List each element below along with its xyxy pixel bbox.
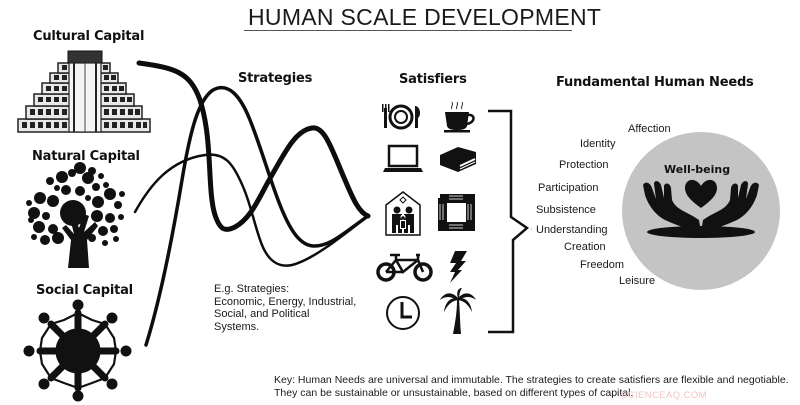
page-title: HUMAN SCALE DEVELOPMENT [248,4,602,30]
satisfiers-heading: Satisfiers [399,72,467,87]
need-leisure: Leisure [619,275,656,287]
strategies-example-line: Economic, Energy, Industrial, [214,295,357,308]
capital-label-social: Social Capital [36,283,133,298]
need-subsistence: Subsistence [536,204,596,216]
clock-icon [386,296,420,330]
bicycle-icon [376,253,433,282]
hands-heart-icon [643,179,759,238]
need-participation: Participation [538,182,599,194]
title-underline [244,30,572,31]
book-icon [440,147,476,172]
wellbeing-circle [622,132,780,290]
lightning-icon [450,251,467,283]
family-house-icon [385,191,421,236]
capital-label-natural: Natural Capital [32,149,140,164]
strategies-example-line: Social, and Political [214,308,310,320]
key-line: They can be sustainable or unsustainable… [274,387,634,399]
plate-cutlery-icon [382,104,421,130]
laptop-icon [383,144,423,172]
key-line: Key: Human Needs are universal and immut… [274,374,789,386]
needs-heading: Fundamental Human Needs [556,75,754,90]
need-identity: Identity [580,138,616,150]
joined-hands-icon [438,194,475,231]
need-affection: Affection [628,123,671,135]
capital-label-cultural: Cultural Capital [33,29,145,44]
strategies-example: E.g. Strategies: Economic, Energy, Indus… [214,283,356,333]
tree-icon [26,162,125,268]
key-note: Key: Human Needs are universal and immut… [274,374,789,400]
coffee-cup-icon [444,101,475,133]
need-creation: Creation [564,241,606,253]
wellbeing-label: Well-being [664,163,731,176]
watermark: SCIENCEAQ.COM [621,390,707,401]
strategies-example-line: E.g. Strategies: [214,283,290,295]
palm-tree-icon [440,288,476,334]
strategy-curves [133,60,371,347]
people-circle-icon [23,299,132,402]
need-protection: Protection [559,159,609,171]
strategies-heading: Strategies [238,71,313,86]
need-understanding: Understanding [536,224,608,236]
need-freedom: Freedom [580,259,625,271]
satisfiers-bracket [488,109,530,334]
strategies-example-line: Systems. [214,320,260,333]
pyramid-icon [17,50,151,133]
